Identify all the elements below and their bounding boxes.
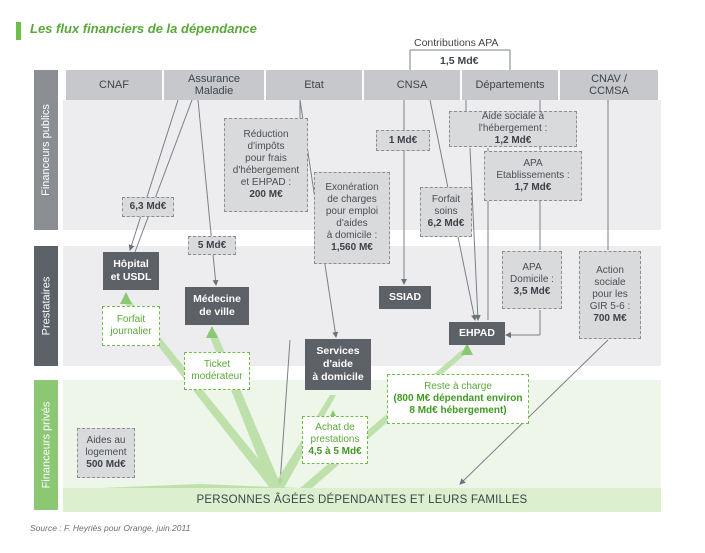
arrowhead-ticket bbox=[206, 326, 218, 338]
arrowhead-reste bbox=[461, 343, 473, 355]
flow-achat-value: 4,5 à 5 Md€ bbox=[308, 446, 362, 457]
flow-dep-aide-value: 1,2 Md€ bbox=[494, 135, 532, 146]
flow-etat-charges: Exonération de charges pour emploi d'aid… bbox=[314, 172, 390, 264]
flow-etat-impots-value: 200 M€ bbox=[249, 189, 283, 200]
line-etat-persons bbox=[277, 339, 291, 485]
header-cnaf: CNAF bbox=[66, 70, 162, 100]
flow-dep-apa-etab-text: APA Etablissements : bbox=[496, 158, 570, 181]
flow-etat-charges-text: Exonération de charges pour emploi d'aid… bbox=[325, 182, 379, 241]
header-cnsa: CNSA bbox=[364, 70, 460, 100]
header-departements: Départements bbox=[462, 70, 558, 100]
diagram-title: Les flux financiers de la dépendance bbox=[30, 21, 257, 36]
side-label-private: Financeurs privés bbox=[34, 380, 58, 510]
flow-cnav: Action sociale pour les GIR 5-6 : 700 M€ bbox=[579, 251, 641, 339]
line-cnaf-hopital bbox=[128, 99, 179, 251]
flow-dep-apa-dom-value: 3,5 Md€ bbox=[513, 286, 551, 297]
flow-dep-apa-etab: APA Etablissements : 1,7 Md€ bbox=[484, 151, 582, 201]
flow-assurance: 5 Md€ bbox=[188, 236, 236, 255]
flow-aides-logement: Aides au logement 500 Md€ bbox=[77, 428, 135, 478]
flow-cnsa-ssiad-value: 1 Md€ bbox=[388, 134, 418, 146]
flow-cnav-value: 700 M€ bbox=[593, 313, 627, 324]
provider-services: Services d'aide à domicile bbox=[305, 339, 371, 390]
header-assurance-maladie: Assurance Maladie bbox=[164, 70, 264, 100]
flow-etat-charges-value: 1,560 M€ bbox=[331, 242, 373, 253]
provider-medecine: Médecine de ville bbox=[185, 287, 249, 325]
contributions-apa-label: Contributions APA bbox=[414, 37, 499, 49]
flow-dep-apa-dom: APA Domicile : 3,5 Md€ bbox=[502, 251, 562, 309]
title-accent-bar bbox=[16, 22, 21, 40]
provider-ssiad: SSIAD bbox=[379, 286, 431, 309]
flow-dep-aide-text: Aide sociale à l'hébergement : bbox=[478, 111, 548, 134]
flow-aides-logement-value: 500 Md€ bbox=[86, 459, 126, 470]
header-cnav-ccmsa: CNAV / CCMSA bbox=[560, 70, 658, 100]
line-assurance-medecine bbox=[197, 99, 219, 286]
flow-assurance-value: 5 Md€ bbox=[197, 239, 227, 251]
flow-achat-prestations: Achat de prestations 4,5 à 5 Md€ bbox=[302, 416, 368, 464]
flow-cnsa-forfait: Forfait soins 6,2 Md€ bbox=[420, 187, 472, 237]
line-dep-ehpad bbox=[469, 147, 481, 321]
persons-label: PERSONNES ÂGÉES DÉPENDANTES ET LEURS FAM… bbox=[63, 488, 661, 512]
flow-etat-impots-text: Réduction d'impôts pour frais d'hébergem… bbox=[232, 129, 300, 188]
line-cnav-persons bbox=[459, 339, 609, 485]
flow-achat-text: Achat de prestations bbox=[310, 422, 360, 445]
flow-forfait-journalier: Forfait journalier bbox=[102, 306, 160, 346]
arrowhead-forfait bbox=[120, 292, 132, 304]
funnel-hopital bbox=[122, 300, 282, 488]
flow-aides-logement-text: Aides au logement bbox=[85, 435, 127, 458]
flow-reste-a-charge: Reste à charge (800 M€ dépendant environ… bbox=[387, 374, 529, 424]
provider-hopital: Hôpital et USDL bbox=[103, 252, 159, 290]
contributions-apa-value: 1,5 Md€ bbox=[440, 55, 479, 67]
flow-cnsa-ssiad: 1 Md€ bbox=[376, 130, 430, 151]
flow-cnsa-forfait-value: 6,2 Md€ bbox=[427, 218, 465, 229]
side-label-public: Financeurs publics bbox=[34, 70, 58, 230]
line-assurance-hopital bbox=[134, 99, 193, 253]
source-note: Source : F. Heyriès pour Orange, juin 20… bbox=[30, 523, 191, 533]
flow-etat-impots: Réduction d'impôts pour frais d'hébergem… bbox=[224, 118, 308, 212]
flow-dep-apa-etab-value: 1,7 Md€ bbox=[514, 182, 552, 193]
flow-reste-value: (800 M€ dépendant environ 8 Md€ hébergem… bbox=[393, 393, 523, 416]
flow-cnav-text: Action sociale pour les GIR 5-6 : bbox=[589, 265, 631, 312]
provider-ehpad: EHPAD bbox=[449, 322, 505, 345]
header-etat: Etat bbox=[266, 70, 362, 100]
flow-reste-text: Reste à charge bbox=[424, 381, 492, 392]
flow-dep-apa-dom-text: APA Domicile : bbox=[510, 262, 554, 285]
flow-dep-aide: Aide sociale à l'hébergement : 1,2 Md€ bbox=[449, 111, 577, 147]
funnel-base bbox=[100, 484, 300, 488]
flow-cnaf: 6,3 Md€ bbox=[122, 197, 174, 217]
flow-ticket-moderateur: Ticket modérateur bbox=[184, 352, 250, 390]
flow-cnaf-value: 6,3 Md€ bbox=[129, 201, 167, 212]
side-label-providers: Prestataires bbox=[34, 246, 58, 366]
flow-cnsa-forfait-text: Forfait soins bbox=[431, 194, 461, 217]
